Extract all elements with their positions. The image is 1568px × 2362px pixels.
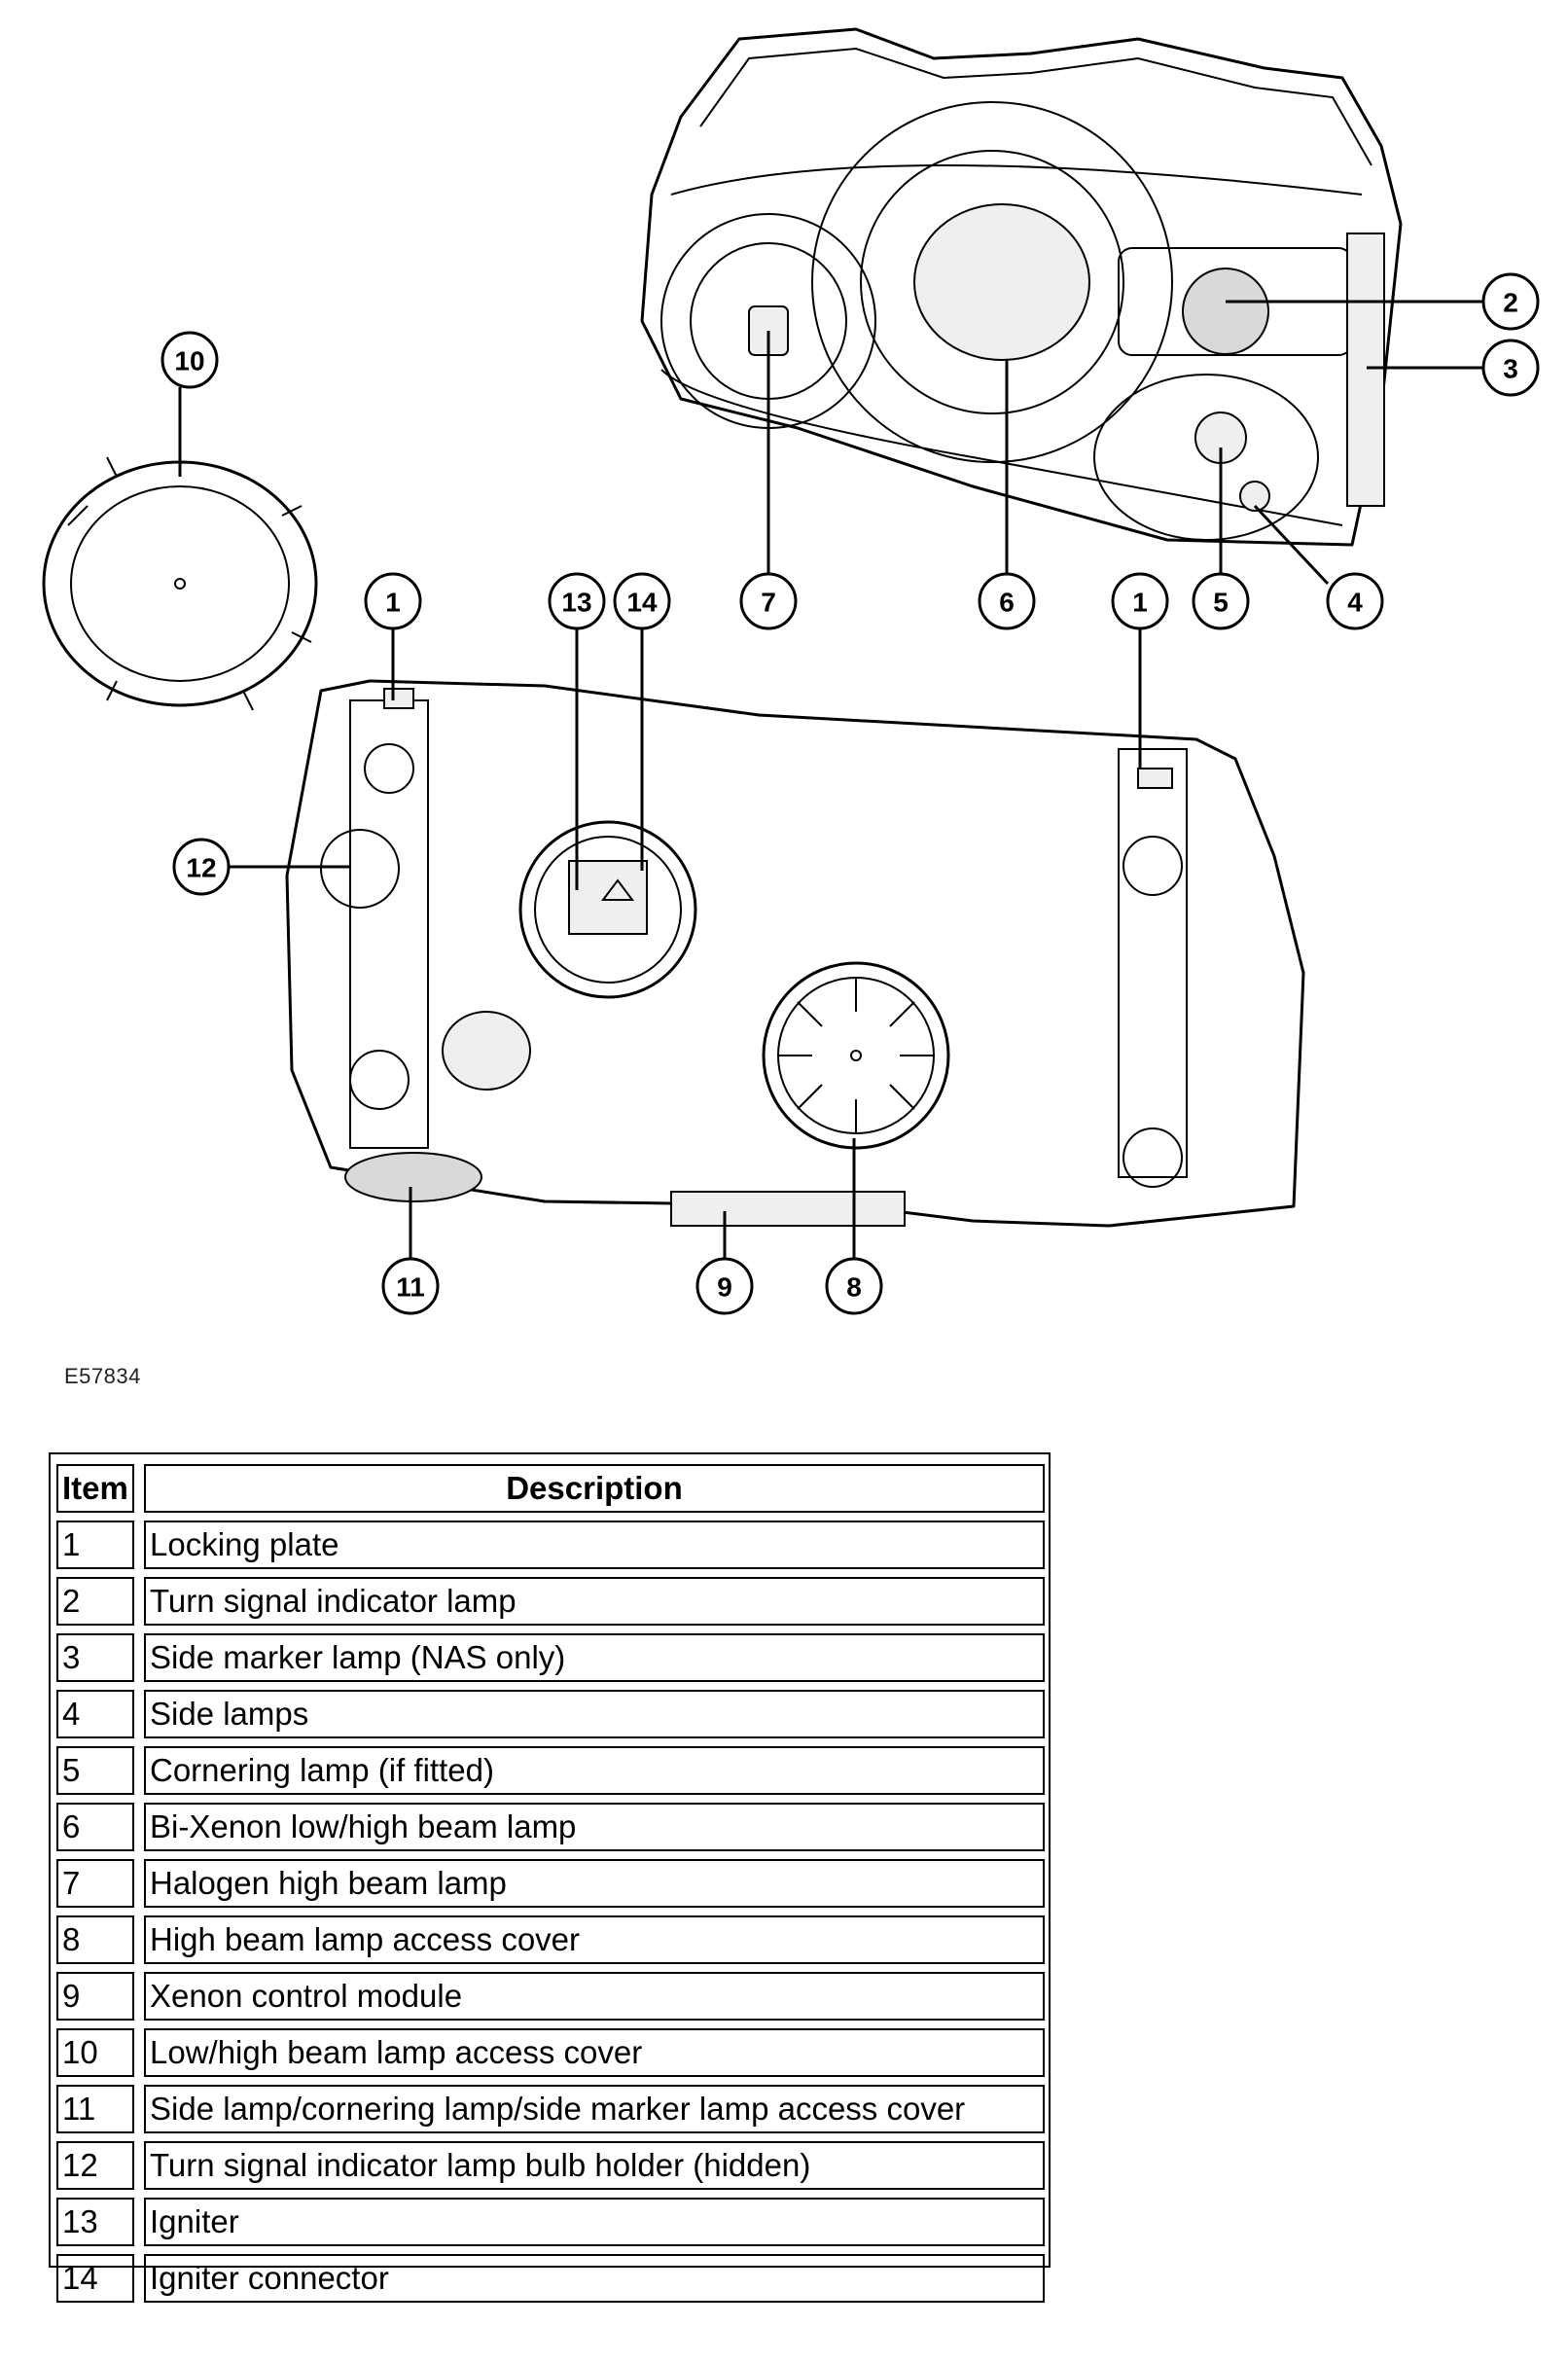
- legend-item-number: 8: [56, 1915, 134, 1964]
- legend-item-description: Low/high beam lamp access cover: [144, 2028, 1045, 2077]
- callout-2: 2: [1481, 272, 1540, 331]
- legend-item-description: Locking plate: [144, 1521, 1045, 1569]
- legend-item-number: 12: [56, 2141, 134, 2190]
- svg-text:13: 13: [561, 588, 591, 618]
- svg-text:14: 14: [626, 588, 658, 618]
- legend-item-description: Side marker lamp (NAS only): [144, 1633, 1045, 1682]
- legend-item-description: Halogen high beam lamp: [144, 1859, 1045, 1908]
- svg-text:6: 6: [999, 588, 1015, 618]
- svg-text:3: 3: [1503, 354, 1518, 384]
- callout-9: 9: [695, 1257, 754, 1315]
- legend-item-number: 1: [56, 1521, 134, 1569]
- callout-1-right: 1: [1111, 572, 1169, 630]
- svg-text:11: 11: [396, 1272, 425, 1303]
- svg-text:8: 8: [846, 1272, 862, 1303]
- legend-item-description: Side lamp/cornering lamp/side marker lam…: [144, 2085, 1045, 2133]
- legend-item-number: 9: [56, 1972, 134, 2021]
- leader-lines: [178, 300, 1483, 1260]
- callout-12: 12: [172, 838, 231, 896]
- callout-14: 14: [613, 572, 671, 630]
- callout-8: 8: [825, 1257, 883, 1315]
- callout-5: 5: [1192, 572, 1250, 630]
- legend-header-description: Description: [144, 1464, 1045, 1513]
- svg-text:9: 9: [717, 1272, 732, 1303]
- callout-7: 7: [739, 572, 798, 630]
- svg-text:4: 4: [1347, 588, 1363, 618]
- svg-text:1: 1: [1132, 588, 1148, 618]
- legend-item-description: Igniter connector: [144, 2254, 1045, 2303]
- headlamp-diagram: 2 3 4 5 6 7 10 1 13 14 1 12 11 9 8: [42, 27, 1540, 1315]
- legend-header-row: Item Description: [56, 1464, 1045, 1513]
- legend-item-number: 4: [56, 1690, 134, 1738]
- headlamp-rear-view: [285, 679, 1305, 1228]
- figure-id: E57834: [64, 1364, 141, 1388]
- legend-item-description: Turn signal indicator lamp bulb holder (…: [144, 2141, 1045, 2190]
- legend-item-number: 3: [56, 1633, 134, 1682]
- access-cover-10: [42, 456, 318, 711]
- callout-13: 13: [548, 572, 606, 630]
- legend-item-description: Xenon control module: [144, 1972, 1045, 2021]
- legend-item-number: 14: [56, 2254, 134, 2303]
- svg-text:7: 7: [761, 588, 776, 618]
- svg-text:10: 10: [174, 346, 204, 376]
- callout-11: 11: [381, 1257, 440, 1315]
- legend-item-number: 6: [56, 1803, 134, 1851]
- svg-text:12: 12: [186, 853, 216, 883]
- callout-10: 10: [160, 331, 219, 389]
- legend-item-description: Turn signal indicator lamp: [144, 1577, 1045, 1626]
- legend-item-number: 13: [56, 2198, 134, 2246]
- svg-text:1: 1: [385, 588, 401, 618]
- legend-item-number: 7: [56, 1859, 134, 1908]
- legend-header-item: Item: [56, 1464, 134, 1513]
- legend-item-description: Bi-Xenon low/high beam lamp: [144, 1803, 1045, 1851]
- legend-item-number: 5: [56, 1746, 134, 1795]
- callout-1: 1: [364, 572, 422, 630]
- svg-text:2: 2: [1503, 288, 1518, 318]
- callout-3: 3: [1481, 339, 1540, 397]
- legend-item-description: Igniter: [144, 2198, 1045, 2246]
- legend-item-description: Side lamps: [144, 1690, 1045, 1738]
- legend-item-description: Cornering lamp (if fitted): [144, 1746, 1045, 1795]
- callout-4: 4: [1326, 572, 1384, 630]
- svg-text:5: 5: [1213, 588, 1229, 618]
- legend-item-number: 10: [56, 2028, 134, 2077]
- legend-item-number: 2: [56, 1577, 134, 1626]
- headlamp-front-view: [640, 27, 1403, 547]
- legend-item-number: 11: [56, 2085, 134, 2133]
- legend-item-description: High beam lamp access cover: [144, 1915, 1045, 1964]
- callout-6: 6: [978, 572, 1036, 630]
